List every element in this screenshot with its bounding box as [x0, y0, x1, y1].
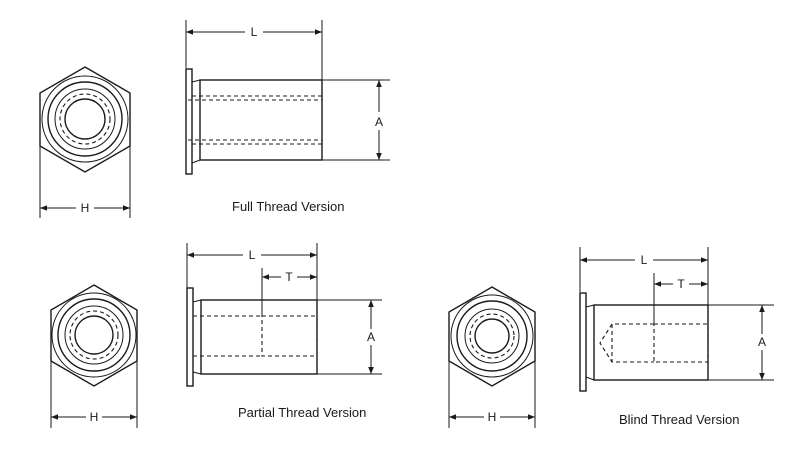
hex-label-full: H [81, 201, 90, 215]
diameter-label-partial: A [367, 330, 375, 344]
full-thread-side-view: L A Full Thread Version [185, 20, 390, 214]
partial-thread-end-view: H [50, 284, 138, 428]
hex-label-blind: H [488, 410, 497, 424]
length-label-blind: L [641, 253, 648, 267]
thread-label-blind: T [677, 277, 685, 291]
caption-partial-thread: Partial Thread Version [238, 405, 366, 420]
partial-thread-side-view: L T A Partial Thread Version [186, 243, 382, 420]
diameter-label-blind: A [758, 335, 766, 349]
diameter-label-full: A [375, 115, 383, 129]
caption-blind-thread: Blind Thread Version [619, 412, 739, 427]
caption-full-thread: Full Thread Version [232, 199, 345, 214]
hex-label-partial: H [90, 410, 99, 424]
thread-label-partial: T [285, 270, 293, 284]
length-label-full: L [251, 25, 258, 39]
blind-thread-end-view: H [448, 286, 536, 428]
blind-thread-side-view: L T A Blind Thread Version [579, 247, 774, 427]
length-label-partial: L [249, 248, 256, 262]
full-thread-end-view: H [39, 66, 131, 218]
